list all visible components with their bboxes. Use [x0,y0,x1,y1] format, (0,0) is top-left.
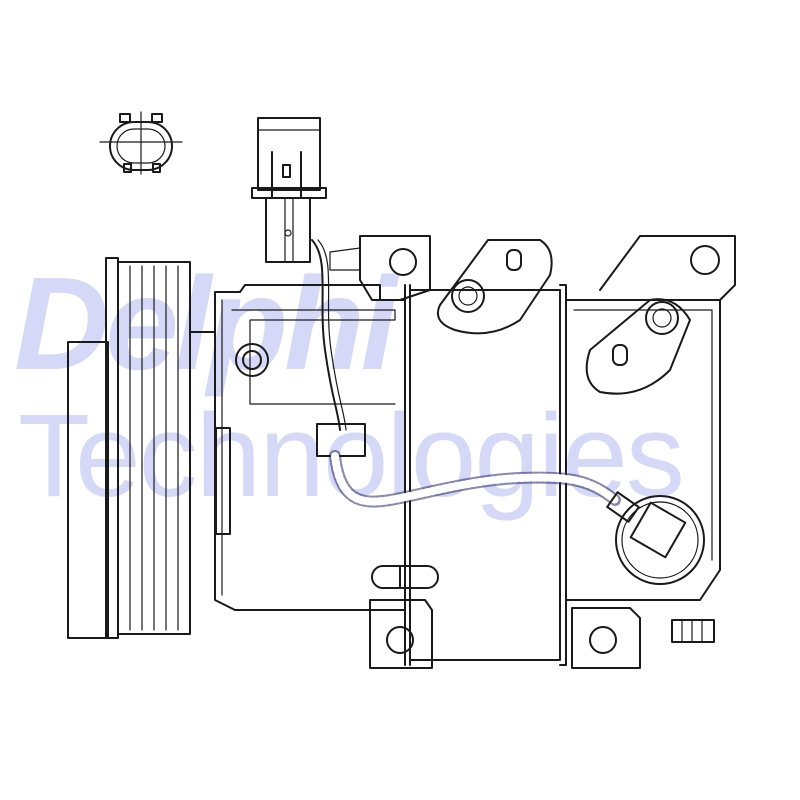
flange-plate-2 [585,298,691,395]
middle-housing [404,284,567,666]
braided-cable [329,450,621,508]
mounting-bracket-top-rear [599,235,736,301]
cable-clip [316,423,366,457]
mounting-bracket-top-front [329,235,431,301]
mounting-lug-bottom-rear [571,607,641,669]
flange-plate-1 [436,239,553,335]
sensor-plug [606,491,705,585]
connector-end-view [99,111,183,175]
sensor-wire [311,239,341,431]
mounting-lug-bottom-front [369,599,433,669]
connector-side-view [251,117,327,263]
pulley [67,257,216,639]
